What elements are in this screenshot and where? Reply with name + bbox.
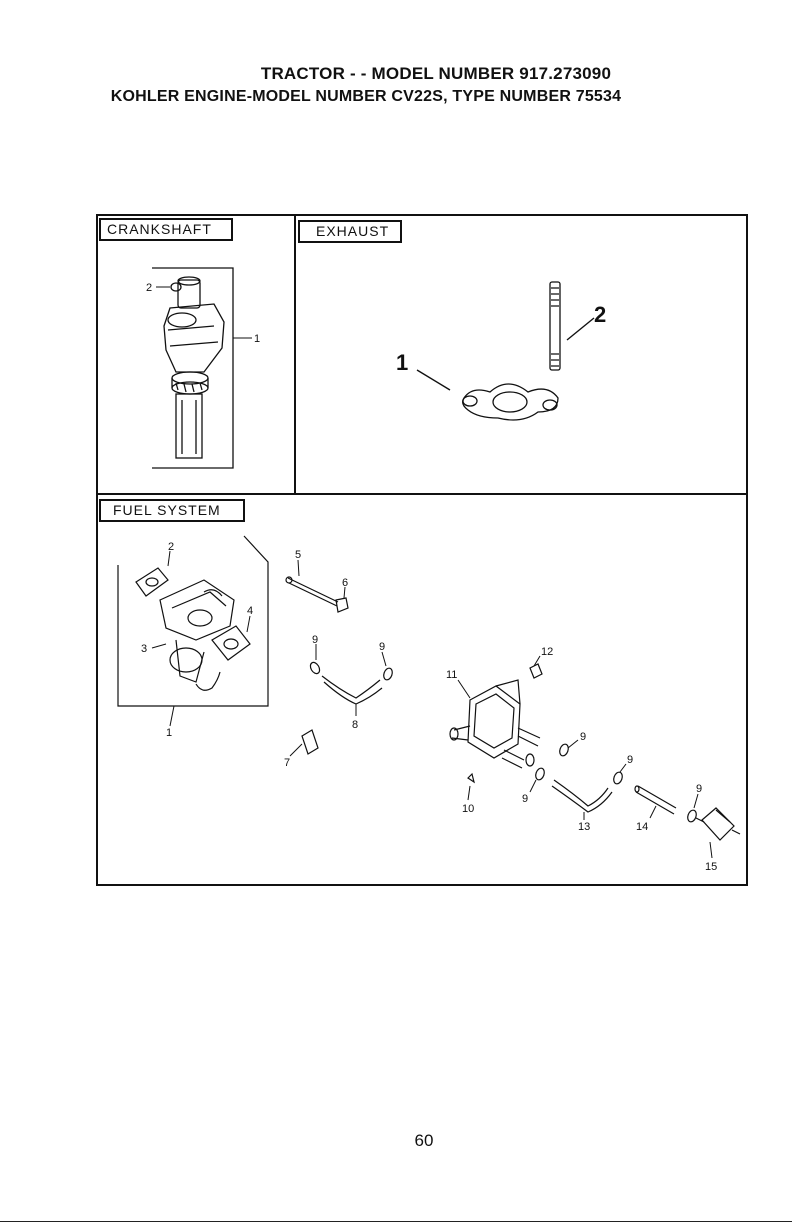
callout-fuel-12: 12 — [541, 646, 553, 658]
callout-fuel-4: 4 — [247, 605, 253, 617]
callout-fuel-9b: 9 — [379, 641, 385, 653]
fuel-hose-13-drawing — [552, 780, 612, 812]
callout-exhaust-2: 2 — [594, 302, 606, 327]
callout-crank-1: 1 — [254, 333, 260, 345]
callout-fuel-9d: 9 — [627, 754, 633, 766]
callout-fuel-9e: 9 — [522, 793, 528, 805]
callout-fuel-9c: 9 — [580, 731, 586, 743]
bolt-and-nut-drawing — [286, 577, 348, 612]
fuel-filter-drawing — [696, 808, 740, 840]
pump-clamps-drawing — [468, 743, 698, 823]
fuel-hose-8-drawing — [309, 661, 394, 704]
page-number: 60 — [0, 1131, 792, 1151]
fuel-pump-drawing — [450, 664, 542, 768]
callout-fuel-15: 15 — [705, 861, 717, 873]
callout-fuel-7: 7 — [284, 757, 290, 769]
page-bottom-edge — [0, 1221, 792, 1222]
callout-fuel-9f: 9 — [696, 783, 702, 795]
callout-fuel-14: 14 — [636, 821, 648, 833]
callout-fuel-3: 3 — [141, 643, 147, 655]
callout-fuel-5: 5 — [295, 549, 301, 561]
exhaust-drawing — [463, 282, 560, 420]
callout-fuel-8: 8 — [352, 719, 358, 731]
callout-exhaust-1: 1 — [396, 350, 408, 375]
callout-fuel-10: 10 — [462, 803, 474, 815]
carburetor-drawing — [118, 536, 268, 706]
callout-crank-2: 2 — [146, 282, 152, 294]
callout-fuel-6: 6 — [342, 577, 348, 589]
callout-fuel-13: 13 — [578, 821, 590, 833]
callout-fuel-2: 2 — [168, 541, 174, 553]
callout-fuel-1: 1 — [166, 727, 172, 739]
callout-fuel-11: 11 — [446, 669, 457, 681]
fuel-hose-14-drawing — [635, 786, 676, 814]
clip-7-drawing — [302, 730, 318, 754]
crankshaft-drawing — [152, 268, 233, 468]
callout-fuel-9a: 9 — [312, 634, 318, 646]
